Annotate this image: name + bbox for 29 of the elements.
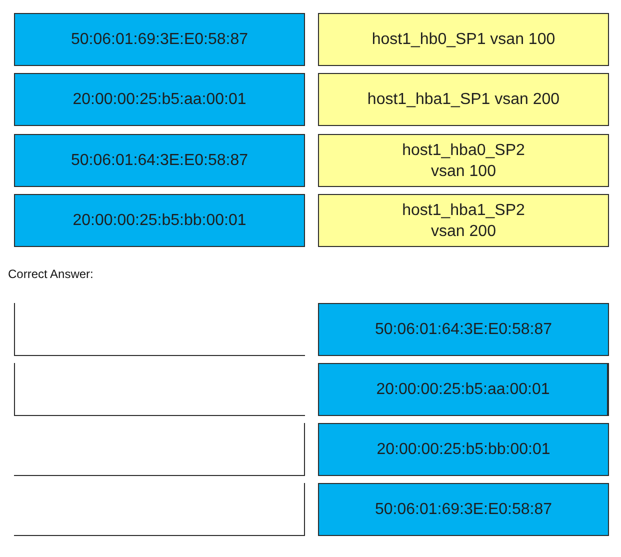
host-vsan-text: host1_hba0_SP2 vsan 100: [401, 140, 526, 182]
address-tile: [14, 134, 305, 187]
address-tile: [14, 13, 305, 66]
host-vsan-text: host1_hba1_SP1 vsan 200: [367, 90, 560, 110]
address-text: 50:06:01:69:3E:E0:58:87: [70, 30, 248, 50]
address-text: 50:06:01:64:3E:E0:58:87: [70, 151, 248, 171]
address-text: 20:00:00:25:b5:bb:00:01: [376, 440, 550, 460]
host-vsan-tile: [318, 13, 609, 66]
host-vsan-tile: [318, 194, 609, 247]
address-text: 20:00:00:25:b5:aa:00:01: [72, 90, 246, 110]
empty-drop-slot: [14, 363, 305, 416]
address-tile: [318, 423, 609, 476]
address-text: 20:00:00:25:b5:aa:00:01: [376, 380, 550, 400]
address-tile: [318, 483, 609, 536]
host-vsan-text: host1_hb0_SP1 vsan 100: [372, 30, 556, 50]
empty-drop-slot: [14, 423, 305, 476]
address-text: 20:00:00:25:b5:bb:00:01: [72, 211, 246, 231]
address-tile: [318, 303, 609, 356]
host-vsan-tile: [318, 134, 609, 187]
host-vsan-tile: [318, 73, 609, 126]
address-text: 50:06:01:69:3E:E0:58:87: [374, 500, 552, 520]
empty-drop-slot: [14, 483, 305, 536]
answer-heading: Correct Answer:: [8, 267, 94, 281]
empty-drop-slot: [14, 303, 305, 356]
address-tile: [14, 194, 305, 247]
address-tile: [318, 363, 609, 416]
host-vsan-text: host1_hba1_SP2 vsan 200: [401, 200, 526, 242]
address-text: 50:06:01:64:3E:E0:58:87: [374, 320, 552, 340]
address-tile: [14, 73, 305, 126]
